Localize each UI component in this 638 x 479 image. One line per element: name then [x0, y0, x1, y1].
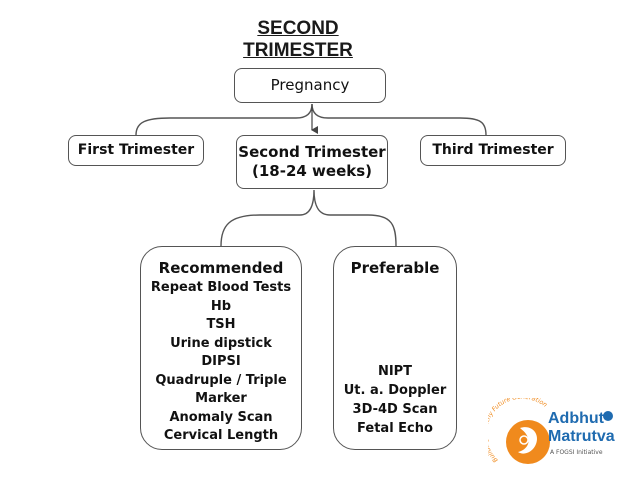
logo-name-line-1: Adbhut [548, 410, 604, 427]
third-trimester-label: Third Trimester [432, 142, 554, 158]
recommended-item: DIPSI [201, 354, 241, 369]
preferable-item: Fetal Echo [357, 421, 433, 436]
page-title: SECOND TRIMESTER [236, 18, 360, 62]
preferable-box: Preferable NIPT Ut. a. Doppler 3D-4D Sca… [333, 246, 457, 450]
adbhut-matrutva-logo-icon: Building Healthy Future Generations [488, 398, 613, 464]
recommended-item: Cervical Length [163, 428, 279, 443]
first-trimester-box: First Trimester [68, 135, 204, 166]
recommended-item: Quadruple / Triple [155, 372, 287, 388]
recommended-heading: Recommended [158, 259, 284, 277]
brace-bottom [220, 189, 397, 247]
title-line-1: SECOND [257, 18, 339, 39]
second-trimester-box: Second Trimester (18-24 weeks) [236, 135, 388, 189]
third-trimester-box: Third Trimester [420, 135, 566, 166]
recommended-box: Recommended Repeat Blood Tests Hb TSH Ur… [140, 246, 302, 450]
recommended-item: Urine dipstick [170, 335, 272, 351]
recommended-item: Hb [210, 298, 232, 314]
title-line-2: TRIMESTER [243, 40, 353, 61]
preferable-list: NIPT Ut. a. Doppler 3D-4D Scan Fetal Ech… [344, 362, 447, 438]
second-trimester-weeks: (18-24 weeks) [251, 162, 372, 180]
logo-name-line-2: Matrutva [548, 428, 615, 445]
recommended-item: Anomaly Scan [169, 409, 273, 425]
pregnancy-box: Pregnancy [234, 68, 386, 103]
logo-tagline: A FOGSI Initiative [550, 449, 603, 456]
pregnancy-label: Pregnancy [270, 76, 350, 94]
second-trimester-label: Second Trimester [238, 143, 386, 161]
preferable-heading: Preferable [350, 259, 440, 277]
brace-top [135, 103, 487, 136]
preferable-item: 3D-4D Scan [352, 402, 438, 417]
recommended-item: Marker [195, 391, 247, 406]
preferable-item: NIPT [377, 364, 413, 379]
recommended-item: Repeat Blood Tests [150, 280, 292, 295]
recommended-item: TSH [206, 317, 236, 332]
preferable-item: Ut. a. Doppler [343, 383, 447, 398]
first-trimester-label: First Trimester [77, 142, 195, 158]
